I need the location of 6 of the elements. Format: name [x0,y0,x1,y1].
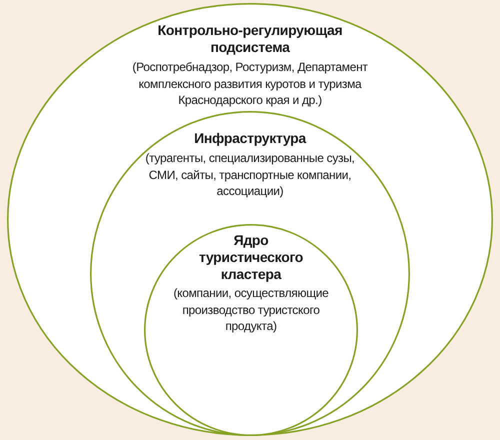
layer-description: (турагенты, специализированные сузы, СМИ, сайты, транспортные компании, ассоциации) [144,150,356,200]
layer-title: Инфраструктура [193,130,308,147]
layer-description: (Роспотребнадзор, Ростуризм, Департамент комплексного развития куротов и туризма Краснодарского края и др.) [131,59,369,108]
layer-description: (компании, осуществляющие производство туристского продукта) [172,285,330,334]
layer-title: Ядро туристического кластера [198,232,304,283]
layer-title: Контрольно-регулирующая подсистема [156,22,344,56]
